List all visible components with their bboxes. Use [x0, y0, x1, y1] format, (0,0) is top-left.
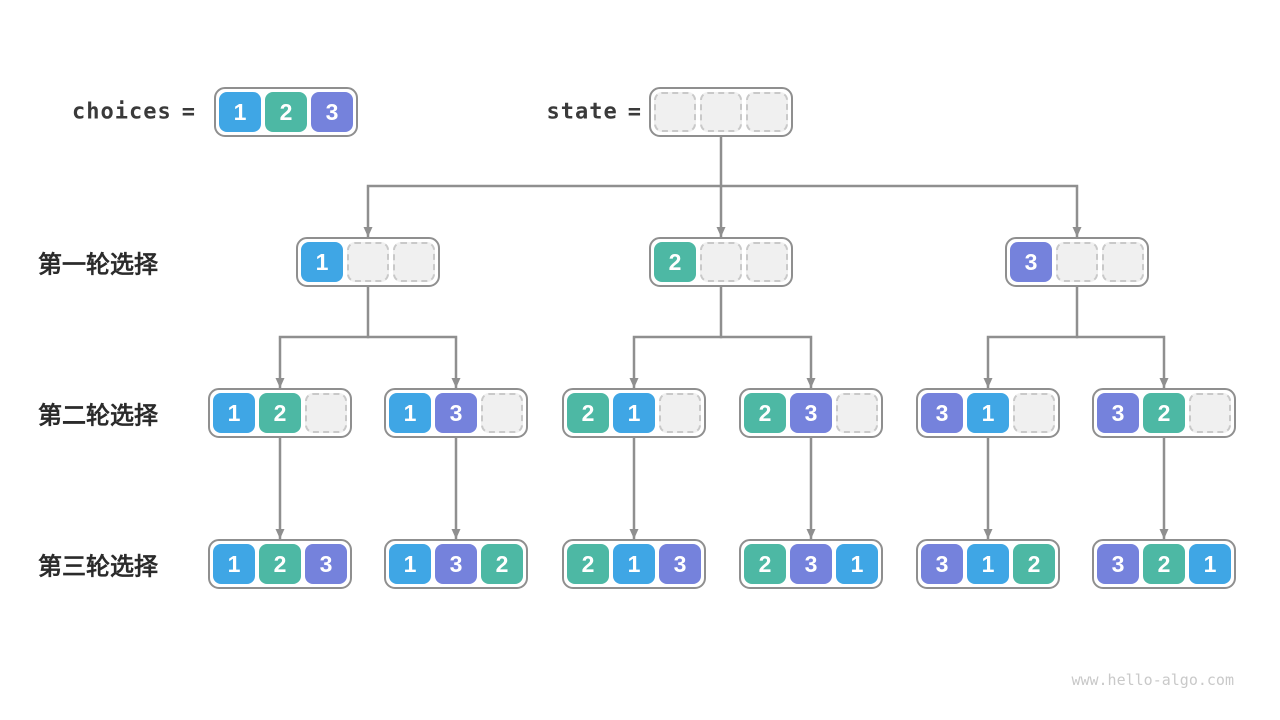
state-label-group: state =: [440, 100, 642, 125]
round-3-label: 第三轮选择: [38, 553, 158, 581]
value-cell-1: 1: [219, 92, 261, 132]
empty-slot: [700, 242, 742, 282]
value-cell-1: 1: [1189, 544, 1231, 584]
round-1-label: 第一轮选择: [38, 251, 158, 279]
value-cell-1: 1: [836, 544, 878, 584]
value-cell-1: 1: [613, 393, 655, 433]
value-cell-2: 2: [1143, 393, 1185, 433]
value-cell-2: 2: [1143, 544, 1185, 584]
value-cell-2: 2: [744, 544, 786, 584]
state-label: state: [546, 99, 618, 125]
value-cell-3: 3: [921, 544, 963, 584]
empty-slot: [700, 92, 742, 132]
watermark: www.hello-algo.com: [1071, 671, 1234, 689]
state-array: [649, 87, 793, 137]
value-cell-3: 3: [1097, 393, 1139, 433]
empty-slot: [1013, 393, 1055, 433]
round-2-label: 第二轮选择: [38, 402, 158, 430]
value-cell-2: 2: [265, 92, 307, 132]
empty-slot: [1102, 242, 1144, 282]
value-cell-3: 3: [921, 393, 963, 433]
equals-sign: =: [181, 99, 196, 125]
value-cell-2: 2: [1013, 544, 1055, 584]
value-cell-1: 1: [613, 544, 655, 584]
empty-slot: [746, 92, 788, 132]
empty-slot: [481, 393, 523, 433]
tree-node-r1-2: 2: [649, 237, 793, 287]
equals-sign: =: [627, 99, 642, 125]
empty-slot: [347, 242, 389, 282]
empty-slot: [305, 393, 347, 433]
value-cell-2: 2: [481, 544, 523, 584]
value-cell-2: 2: [259, 393, 301, 433]
value-cell-1: 1: [213, 544, 255, 584]
value-cell-2: 2: [567, 393, 609, 433]
value-cell-3: 3: [305, 544, 347, 584]
value-cell-2: 2: [567, 544, 609, 584]
value-cell-2: 2: [654, 242, 696, 282]
value-cell-2: 2: [744, 393, 786, 433]
value-cell-3: 3: [1097, 544, 1139, 584]
value-cell-1: 1: [213, 393, 255, 433]
value-cell-1: 1: [967, 393, 1009, 433]
choices-label: choices: [72, 99, 172, 125]
value-cell-3: 3: [659, 544, 701, 584]
value-cell-1: 1: [301, 242, 343, 282]
value-cell-1: 1: [967, 544, 1009, 584]
empty-slot: [1189, 393, 1231, 433]
tree-node-r1-3: 3: [1005, 237, 1149, 287]
empty-slot: [836, 393, 878, 433]
value-cell-1: 1: [389, 393, 431, 433]
value-cell-3: 3: [435, 393, 477, 433]
empty-slot: [654, 92, 696, 132]
value-cell-3: 3: [790, 544, 832, 584]
value-cell-3: 3: [790, 393, 832, 433]
empty-slot: [746, 242, 788, 282]
empty-slot: [1056, 242, 1098, 282]
value-cell-3: 3: [311, 92, 353, 132]
empty-slot: [393, 242, 435, 282]
value-cell-3: 3: [1010, 242, 1052, 282]
empty-slot: [659, 393, 701, 433]
value-cell-2: 2: [259, 544, 301, 584]
tree-node-r1-1: 1: [296, 237, 440, 287]
value-cell-1: 1: [389, 544, 431, 584]
choices-label-group: choices =: [0, 100, 196, 125]
value-cell-3: 3: [435, 544, 477, 584]
